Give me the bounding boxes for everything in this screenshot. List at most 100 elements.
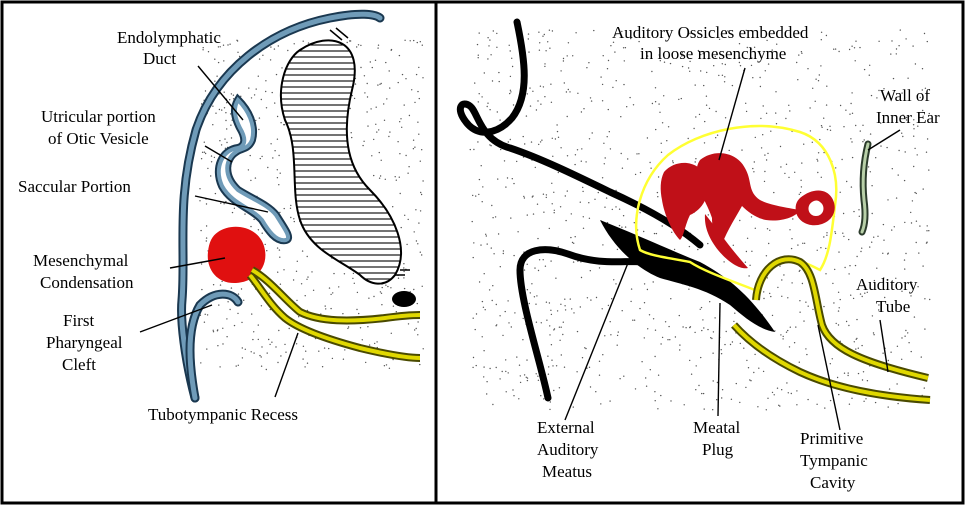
- stipple-dot: [206, 348, 207, 349]
- stipple-dot: [396, 180, 397, 181]
- stipple-dot: [272, 157, 273, 158]
- stipple-dot: [476, 365, 477, 366]
- stipple-dot: [214, 81, 215, 82]
- label-meatal-line1: Meatal: [693, 418, 740, 437]
- stipple-dot: [362, 145, 363, 146]
- stipple-dot: [492, 217, 493, 218]
- stipple-dot: [608, 305, 609, 306]
- stipple-dot: [545, 266, 546, 267]
- stipple-dot: [552, 365, 553, 366]
- stipple-dot: [772, 315, 773, 316]
- stipple-dot: [902, 136, 903, 137]
- stipple-dot: [634, 320, 635, 321]
- stipple-dot: [474, 82, 475, 83]
- stipple-dot: [546, 194, 547, 195]
- stipple-dot: [861, 248, 862, 249]
- stipple-dot: [376, 131, 377, 132]
- stipple-dot: [488, 45, 489, 46]
- stipple-dot: [391, 333, 392, 334]
- stipple-dot: [701, 393, 702, 394]
- stipple-dot: [259, 117, 260, 118]
- stipple-dot: [384, 365, 385, 366]
- stipple-dot: [307, 276, 308, 277]
- stipple-dot: [377, 84, 378, 85]
- stipple-dot: [370, 61, 371, 62]
- stipple-dot: [557, 131, 558, 132]
- stipple-dot: [863, 371, 864, 372]
- stipple-dot: [868, 166, 869, 167]
- stipple-dot: [816, 159, 817, 160]
- stipple-dot: [863, 401, 864, 402]
- stipple-dot: [796, 62, 797, 63]
- stipple-dot: [633, 104, 634, 105]
- stipple-dot: [294, 221, 295, 222]
- stipple-dot: [839, 307, 840, 308]
- stipple-dot: [491, 247, 492, 248]
- stipple-dot: [416, 240, 417, 241]
- stipple-dot: [850, 295, 851, 296]
- stipple-dot: [616, 80, 617, 81]
- stipple-dot: [929, 299, 930, 300]
- stipple-dot: [206, 225, 207, 226]
- stipple-dot: [512, 178, 513, 179]
- stipple-dot: [623, 376, 624, 377]
- stipple-dot: [418, 67, 419, 68]
- stipple-dot: [723, 261, 724, 262]
- stipple-dot: [580, 306, 581, 307]
- stipple-dot: [600, 76, 601, 77]
- stipple-dot: [277, 247, 278, 248]
- stipple-dot: [510, 139, 511, 140]
- stipple-dot: [250, 226, 251, 227]
- stipple-dot: [823, 306, 824, 307]
- stipple-dot: [587, 297, 588, 298]
- stipple-dot: [905, 330, 906, 331]
- stipple-dot: [904, 336, 905, 337]
- stipple-dot: [673, 162, 674, 163]
- stipple-dot: [815, 101, 816, 102]
- label-mesenchymal-line1: Mesenchymal: [33, 251, 129, 270]
- stipple-dot: [274, 48, 275, 49]
- stipple-dot: [522, 339, 523, 340]
- stipple-dot: [768, 63, 769, 64]
- stipple-dot: [791, 282, 792, 283]
- stipple-dot: [373, 175, 374, 176]
- stipple-dot: [726, 331, 727, 332]
- stipple-dot: [912, 200, 913, 201]
- stipple-dot: [889, 388, 890, 389]
- stipple-dot: [305, 351, 306, 352]
- stipple-dot: [261, 156, 262, 157]
- stipple-dot: [355, 83, 356, 84]
- stipple-dot: [905, 253, 906, 254]
- stipple-dot: [241, 288, 242, 289]
- stipple-dot: [565, 309, 566, 310]
- stipple-dot: [852, 113, 853, 114]
- stipple-dot: [775, 91, 776, 92]
- stipple-dot: [567, 55, 568, 56]
- stipple-dot: [736, 383, 737, 384]
- stipple-dot: [924, 387, 925, 388]
- stipple-dot: [928, 169, 929, 170]
- stipple-dot: [599, 361, 600, 362]
- stipple-dot: [201, 289, 202, 290]
- stipple-dot: [374, 343, 375, 344]
- stipple-dot: [513, 183, 514, 184]
- stipple-dot: [654, 391, 655, 392]
- label-primitive-line1: Primitive: [800, 429, 863, 448]
- label-ossicles-line2: in loose mesenchyme: [640, 44, 786, 63]
- stipple-dot: [241, 322, 242, 323]
- stipple-dot: [827, 129, 828, 130]
- stipple-dot: [363, 141, 364, 142]
- stipple-dot: [279, 212, 280, 213]
- stipple-dot: [608, 60, 609, 61]
- stipple-dot: [707, 243, 708, 244]
- stipple-dot: [423, 348, 424, 349]
- stipple-dot: [482, 301, 483, 302]
- stipple-dot: [537, 376, 538, 377]
- stipple-dot: [307, 363, 308, 364]
- stipple-dot: [330, 294, 331, 295]
- stipple-dot: [381, 83, 382, 84]
- stipple-dot: [914, 316, 915, 317]
- stipple-dot: [302, 358, 303, 359]
- stipple-dot: [250, 155, 251, 156]
- stipple-dot: [413, 140, 414, 141]
